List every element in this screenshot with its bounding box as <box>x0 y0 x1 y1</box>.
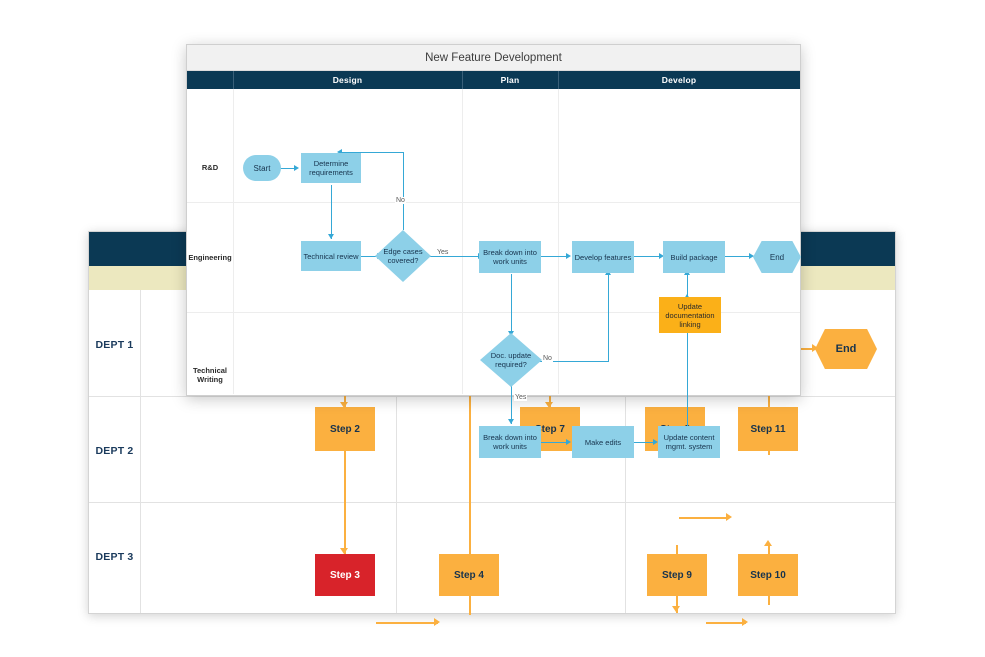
connector-step3-step4 <box>376 622 438 624</box>
arrow-head <box>659 252 664 259</box>
node-label: Doc. update required? <box>490 351 532 369</box>
bg-column-divider <box>140 290 141 613</box>
node-step-3[interactable]: Step 3 <box>315 554 375 596</box>
connector-no2-horizontal <box>539 361 609 363</box>
arrow-head <box>742 618 748 626</box>
connector-breakdown-docupdate <box>511 274 513 336</box>
arrow-head <box>812 344 818 352</box>
bg-row-divider <box>89 396 895 397</box>
arrow-head <box>337 148 342 155</box>
arrow-head <box>653 438 658 445</box>
header-divider <box>558 71 559 89</box>
arrow-head <box>672 606 680 612</box>
node-end[interactable]: End <box>753 241 801 273</box>
connector-updatedoc-build <box>687 275 689 297</box>
connector-yes2-vertical <box>511 386 513 424</box>
connector-build-end <box>724 256 752 258</box>
bg-row-divider <box>89 502 895 503</box>
arrow-head <box>566 438 571 445</box>
fg-row-divider <box>187 312 800 313</box>
edge-label-no-1: No <box>395 197 406 204</box>
header-divider <box>462 71 463 89</box>
node-step-10[interactable]: Step 10 <box>738 554 798 596</box>
node-start[interactable]: Start <box>243 155 281 181</box>
connector-no-horizontal <box>341 152 404 154</box>
arrow-head <box>764 540 772 546</box>
connector-techreview-edgecases <box>359 256 379 258</box>
connector-step7-step8 <box>679 517 729 519</box>
header-divider <box>233 71 234 89</box>
fg-column-divider <box>233 89 234 394</box>
lane-label-dept-1: DEPT 1 <box>95 339 134 351</box>
arrow-head <box>683 294 690 299</box>
node-edge-cases-covered-decision[interactable]: Edge cases covered? <box>375 230 431 282</box>
node-make-edits[interactable]: Make edits <box>572 426 634 458</box>
arrow-head <box>749 252 754 259</box>
connector-breakdown-develop <box>541 256 569 258</box>
node-update-documentation-linking[interactable]: Update documentation linking <box>659 297 721 333</box>
connector-step2-step3 <box>344 450 346 555</box>
arrow-head <box>545 402 553 408</box>
arrow-head <box>507 419 514 424</box>
connector-determine-techreview <box>331 185 333 239</box>
column-header-develop[interactable]: Develop <box>661 75 697 85</box>
node-build-package[interactable]: Build package <box>663 241 725 273</box>
node-doc-update-required-decision[interactable]: Doc. update required? <box>480 333 542 387</box>
node-technical-review[interactable]: Technical review <box>301 241 361 271</box>
connector-no-vertical <box>403 152 405 230</box>
edge-label-no-2: No <box>542 355 553 362</box>
node-break-down-work-units-writing[interactable]: Break down into work units <box>479 426 541 458</box>
connector-breakdown2-makeedits <box>541 442 569 444</box>
node-step-9[interactable]: Step 9 <box>647 554 707 596</box>
node-step-2[interactable]: Step 2 <box>315 407 375 451</box>
node-label: Edge cases covered? <box>383 247 423 265</box>
arrow-head <box>434 618 440 626</box>
bg-column-divider <box>396 290 397 613</box>
fg-grid: R&D Engineering Technical Writing No Yes <box>187 89 801 458</box>
lane-label-dept-3: DEPT 3 <box>95 551 134 563</box>
fg-row-divider <box>187 202 800 203</box>
new-feature-development-card[interactable]: New Feature Development Design Plan Deve… <box>186 44 801 458</box>
edge-label-yes-2: Yes <box>514 394 528 401</box>
connector-updatecontent-updatedoc <box>687 299 689 434</box>
connector-step9-step10 <box>706 622 746 624</box>
connector-to-end <box>789 348 815 350</box>
lane-label-rnd: R&D <box>201 163 219 172</box>
connector-makeedits-updatecontent <box>634 442 656 444</box>
node-step-4[interactable]: Step 4 <box>439 554 499 596</box>
node-update-content-mgmt-system[interactable]: Update content mgmt. system <box>658 426 720 458</box>
connector-start-determine <box>279 168 296 170</box>
column-header-plan[interactable]: Plan <box>500 75 520 85</box>
edge-label-yes-1: Yes <box>436 249 450 256</box>
node-determine-requirements[interactable]: Determine requirements <box>301 153 361 183</box>
column-header-row: Design Plan Develop <box>187 71 800 89</box>
fg-column-divider <box>558 89 559 394</box>
node-develop-features[interactable]: Develop features <box>572 241 634 273</box>
node-break-down-work-units-engineering[interactable]: Break down into work units <box>479 241 541 273</box>
arrow-head <box>294 164 299 171</box>
arrow-head <box>340 402 348 408</box>
arrow-head <box>340 548 348 554</box>
fg-column-divider <box>462 89 463 394</box>
arrow-head <box>566 252 571 259</box>
node-end[interactable]: End <box>815 329 877 369</box>
column-header-design[interactable]: Design <box>332 75 363 85</box>
connector-step4-up <box>469 335 471 615</box>
lane-label-engineering: Engineering <box>188 253 232 262</box>
connector-no2-vertical <box>608 275 610 362</box>
diagram-title: New Feature Development <box>187 45 800 71</box>
lane-label-technical-writing: Technical Writing <box>192 366 228 385</box>
connector-yes-breakdown <box>428 256 481 258</box>
arrow-head <box>327 234 334 239</box>
arrow-head <box>726 513 732 521</box>
lane-label-dept-2: DEPT 2 <box>95 445 134 457</box>
connector-develop-build <box>634 256 662 258</box>
node-step-11[interactable]: Step 11 <box>738 407 798 451</box>
